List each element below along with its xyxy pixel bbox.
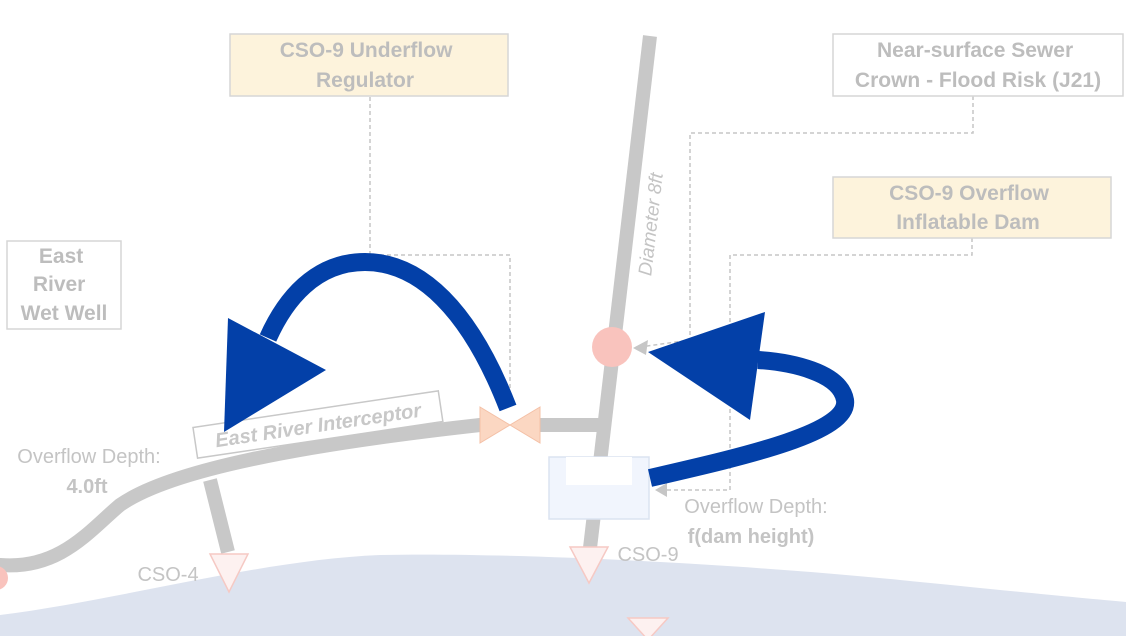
regulator-leader-line — [369, 97, 511, 405]
svg-text:CSO-9 Underflow Regulator: CSO-9 Underflow Regulator — [280, 39, 459, 92]
junction-j21-node — [592, 327, 632, 367]
cso9-label: CSO-9 — [617, 544, 678, 566]
east-river-band — [0, 554, 1126, 636]
callout-crown-box — [832, 33, 1124, 97]
dam-leader-line — [665, 238, 973, 491]
callout-wetwell-line1: East — [39, 245, 83, 268]
callout-wetwell-line2: River — [33, 273, 86, 296]
overflow-depth-right-title: Overflow Depth: — [684, 496, 827, 518]
callout-regulator-line2: Regulator — [316, 69, 414, 92]
svg-text:CSO-9 Overflow Inflatable: CSO-9 Overflow Inflatable Dam — [889, 182, 1055, 234]
callout-dam-line1: CSO-9 Overflow — [889, 182, 1050, 205]
cso4-outfall-marker — [208, 553, 250, 594]
cso9-outfall-marker — [568, 546, 610, 585]
underflow-regulator-valve — [479, 406, 511, 444]
svg-text:Near-surface Sewer Crown -: Near-surface Sewer Crown - Flood Risk (J… — [855, 39, 1101, 92]
dam-leader-arrowhead — [655, 483, 667, 497]
flow-arrow-left-head — [224, 318, 326, 432]
inflatable-dam-notch — [566, 457, 632, 485]
diameter-label: Diameter 8ft — [635, 171, 668, 277]
downstream-outfall-marker — [626, 617, 670, 636]
interceptor-label-box — [192, 389, 444, 460]
crown-leader-arrowhead — [633, 340, 648, 355]
flow-arrow-right-head — [648, 312, 765, 420]
interceptor-pipe — [0, 418, 487, 573]
wetwell-node-partial — [0, 566, 8, 590]
flow-arrow-right-curve — [647, 351, 855, 487]
callout-dam-box — [832, 176, 1112, 239]
crown-leader-line — [639, 96, 974, 348]
cso4-label: CSO-4 — [137, 564, 198, 586]
callout-wetwell-line3: Wet Well — [21, 302, 108, 325]
callout-regulator-box — [229, 33, 509, 97]
callout-wetwell-box — [6, 240, 122, 330]
overflow-depth-right-value: f(dam height) — [688, 526, 815, 548]
overflow-depth-left-value: 4.0ft — [66, 476, 107, 498]
flow-arrow-left-curve — [259, 252, 517, 412]
callout-crown-line1: Near-surface Sewer — [877, 39, 1073, 62]
cso4-branch-pipe — [203, 478, 235, 554]
callout-crown-line2: Crown - Flood Risk (J21) — [855, 69, 1101, 92]
underflow-regulator-valve-right — [509, 406, 541, 444]
callout-regulator-line1: CSO-9 Underflow — [280, 39, 453, 62]
callout-dam-line2: Inflatable Dam — [896, 211, 1040, 234]
overflow-depth-left-title: Overflow Depth: — [17, 446, 160, 468]
svg-text:East River Wet Well: East River Wet Well — [21, 245, 108, 325]
